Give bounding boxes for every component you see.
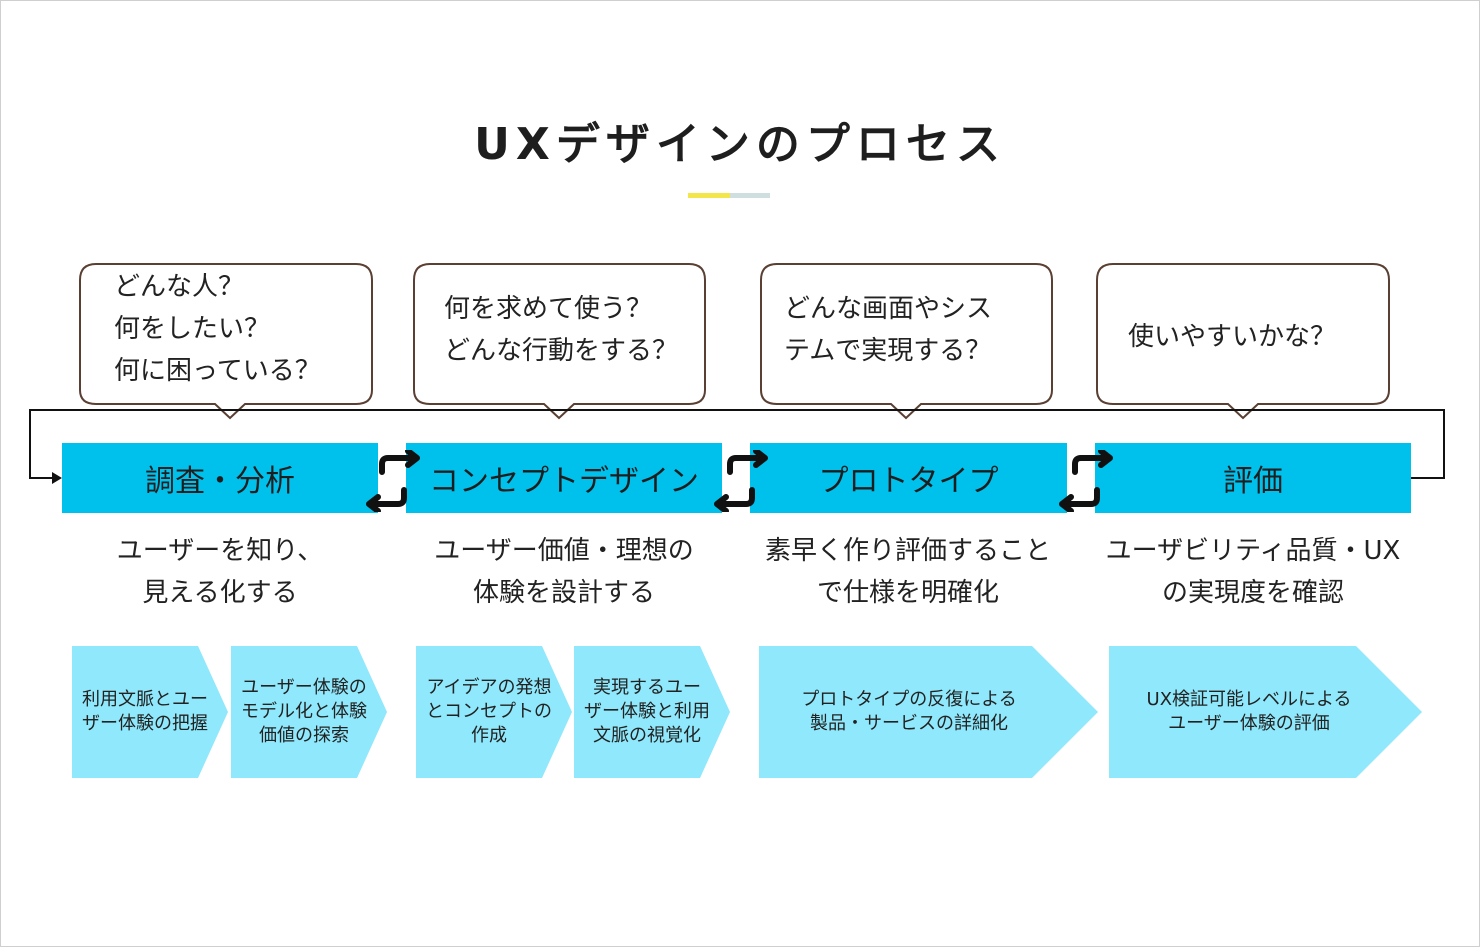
- stage-label: プロトタイプ: [818, 464, 999, 499]
- bubble-line: どんな人？: [114, 272, 245, 302]
- description-line: 素早く作り評価すること: [764, 536, 1051, 566]
- step-line: モデル化と体験: [241, 701, 367, 722]
- stage-evaluation: 評価: [1095, 443, 1411, 513]
- stage-description-2: ユーザー価値・理想の 体験を設計する: [394, 530, 734, 614]
- stage-description-4: ユーザビリティ品質・UX の実現度を確認: [1083, 530, 1423, 614]
- stage-concept-design: コンセプトデザイン: [406, 443, 722, 513]
- step-2: ユーザー体験の モデル化と体験 価値の探索: [231, 646, 377, 778]
- step-6: UX検証可能レベルによる ユーザー体験の評価: [1109, 646, 1389, 778]
- step-shape-3: [416, 646, 572, 778]
- bubble-line: どんな行動をする？: [444, 336, 679, 366]
- step-line: 製品・サービスの詳細化: [810, 713, 1008, 734]
- bubble-text-3: どんな画面やシス テムで実現する？: [784, 288, 992, 372]
- description-line: ユーザー価値・理想の: [434, 536, 694, 566]
- stage-label: 評価: [1223, 464, 1283, 499]
- step-shape-5: [759, 646, 1098, 778]
- bubble-line: テムで実現する？: [784, 336, 992, 366]
- step-5: プロトタイプの反復による 製品・サービスの詳細化: [759, 646, 1059, 778]
- step-line: 利用文脈とユー: [82, 689, 208, 710]
- cycle-arrows-icon: [1059, 450, 1113, 512]
- bubble-text-1: どんな人？ 何をしたい？ 何に困っている？: [114, 266, 321, 392]
- bubble-line: 何をしたい？: [114, 314, 271, 344]
- step-line: アイデアの発想: [426, 677, 552, 698]
- bubble-line: 何を求めて使う？: [444, 294, 653, 324]
- step-line: 価値の探索: [259, 725, 349, 746]
- bubble-line: どんな画面やシス: [784, 294, 993, 324]
- description-line: ユーザビリティ品質・UX: [1105, 536, 1401, 566]
- stage-label: 調査・分析: [145, 464, 295, 499]
- stage-research: 調査・分析: [62, 443, 378, 513]
- step-line: とコンセプトの: [426, 701, 552, 722]
- feedback-loop-arrowhead: [52, 472, 62, 484]
- step-shape-2: [231, 646, 387, 778]
- stage-description-1: ユーザーを知り、 見える化する: [50, 530, 390, 614]
- description-line: 体験を設計する: [472, 578, 655, 608]
- diagram-title: UXデザインのプロセス: [474, 119, 1006, 170]
- step-3: アイデアの発想 とコンセプトの 作成: [416, 646, 562, 778]
- step-shape-1: [72, 646, 228, 778]
- step-line: 文脈の視覚化: [593, 725, 701, 746]
- bubble-line: 使いやすいかな？: [1128, 322, 1337, 352]
- step-line: プロトタイプの反復による: [801, 689, 1017, 710]
- step-line: 実現するユー: [593, 677, 701, 698]
- cycle-arrows-icon: [714, 450, 768, 512]
- cycle-arrows-icon: [366, 450, 420, 512]
- step-line: ユーザー体験の: [241, 677, 367, 698]
- stage-description-3: 素早く作り評価すること で仕様を明確化: [738, 530, 1078, 614]
- step-line: ザー体験と利用: [584, 701, 710, 722]
- step-4: 実現するユー ザー体験と利用 文脈の視覚化: [574, 646, 720, 778]
- title-underline-yellow: [688, 193, 730, 198]
- description-line: 見える化する: [142, 578, 298, 608]
- stage-label: コンセプトデザイン: [429, 464, 699, 499]
- bubble-line: 何に困っている？: [114, 356, 321, 386]
- stage-prototype: プロトタイプ: [750, 443, 1067, 513]
- description-line: ユーザーを知り、: [116, 536, 324, 566]
- step-shape-6: [1109, 646, 1422, 778]
- bubble-text-4: 使いやすいかな？: [1128, 316, 1336, 358]
- title-underline-gray: [730, 193, 770, 198]
- step-shape-4: [574, 646, 730, 778]
- bubble-text-2: 何を求めて使う？ どんな行動をする？: [444, 288, 678, 372]
- step-line: ユーザー体験の評価: [1168, 713, 1330, 734]
- step-1: 利用文脈とユー ザー体験の把握: [72, 646, 218, 778]
- description-line: で仕様を明確化: [816, 578, 999, 608]
- step-line: UX検証可能レベルによる: [1146, 689, 1352, 710]
- description-line: の実現度を確認: [1161, 578, 1344, 608]
- step-line: ザー体験の把握: [82, 713, 208, 734]
- feedback-loop-line: [29, 409, 1445, 479]
- step-line: 作成: [471, 725, 507, 746]
